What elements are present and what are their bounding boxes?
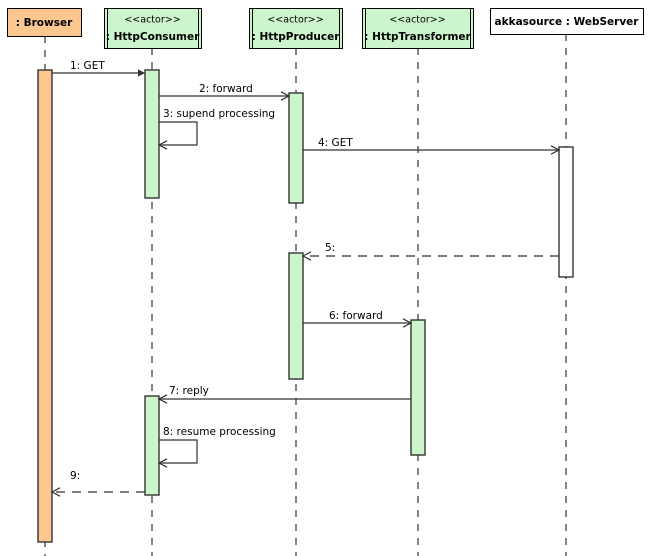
arrowhead-8 [157, 458, 168, 468]
participant-boxes-layer: : Browser<<actor>>: HttpConsumer<<actor>… [7, 8, 644, 49]
participant-stereotype-httptransformer: <<actor>> [389, 15, 445, 26]
participant-label-webserver: akkasource : WebServer [495, 16, 640, 28]
arrowhead-6 [402, 318, 413, 328]
participant-label-httpproducer: : HttpProducer [252, 31, 341, 43]
arrowhead-4 [550, 145, 561, 155]
activation-bar-httpconsumer-1 [144, 69, 160, 199]
participant-label-browser: : Browser [16, 17, 73, 29]
message-8[interactable]: 8: resume processing [157, 426, 276, 468]
lifelines-layer [44, 34, 567, 556]
arrowhead-3 [157, 140, 168, 150]
participant-stereotype-httpconsumer: <<actor>> [124, 15, 180, 26]
participant-label-httpconsumer: : HttpConsumer [106, 31, 200, 43]
activations-layer [37, 69, 574, 543]
activation-bar-httpconsumer-2 [144, 395, 160, 496]
message-6[interactable]: 6: forward [303, 310, 413, 328]
message-9[interactable]: 9: [50, 470, 145, 497]
participant-label-httptransformer: : HttpTransformer [364, 31, 471, 43]
message-label-6: 6: forward [329, 310, 383, 322]
participant-stereotype-httpproducer: <<actor>> [267, 15, 323, 26]
message-label-1: 1: GET [70, 60, 105, 72]
message-5[interactable]: 5: [301, 242, 559, 261]
message-self-path-8 [159, 439, 198, 464]
message-label-5: 5: [325, 242, 335, 254]
participant-box-httpconsumer[interactable]: <<actor>> : HttpConsumer [104, 8, 202, 49]
messages-layer: 1: GET 2: forward 3: supend processing 4: G… [50, 60, 561, 497]
activation-bar-httpproducer-2 [288, 252, 304, 380]
arrowhead-2 [280, 91, 291, 101]
participant-box-httpproducer[interactable]: <<actor>> : HttpProducer [249, 8, 343, 49]
message-label-9: 9: [70, 470, 80, 482]
participant-box-rect-httpproducer [249, 8, 343, 49]
message-4[interactable]: 4: GET [303, 137, 561, 155]
participant-box-rect-browser [7, 8, 82, 37]
message-1[interactable]: 1: GET [52, 60, 145, 77]
arrowhead-5 [301, 251, 312, 261]
message-label-4: 4: GET [318, 137, 353, 149]
participant-box-httptransformer[interactable]: <<actor>> : HttpTransformer [362, 8, 474, 49]
participant-box-rect-httptransformer [362, 8, 474, 49]
activation-bar-browser-1 [37, 69, 53, 543]
participant-box-rect-httpconsumer [104, 8, 202, 49]
message-7[interactable]: 7: reply [157, 385, 411, 404]
message-label-2: 2: forward [199, 83, 253, 95]
message-label-3: 3: supend processing [163, 108, 275, 120]
participant-box-webserver[interactable]: akkasource : WebServer [490, 8, 644, 35]
message-2[interactable]: 2: forward [159, 83, 291, 101]
activation-bar-httptransformer-1 [410, 319, 426, 456]
arrowhead-7 [157, 394, 168, 404]
arrowhead-1 [138, 69, 145, 77]
activation-bar-webserver-1 [558, 146, 574, 278]
participant-box-browser[interactable]: : Browser [7, 8, 82, 37]
message-3[interactable]: 3: supend processing [157, 108, 275, 150]
message-label-8: 8: resume processing [163, 426, 276, 438]
activation-bar-httpproducer-1 [288, 92, 304, 204]
participant-box-rect-webserver [490, 8, 644, 35]
message-label-7: 7: reply [169, 385, 209, 397]
arrowhead-9 [50, 487, 61, 497]
message-self-path-3 [159, 121, 198, 146]
